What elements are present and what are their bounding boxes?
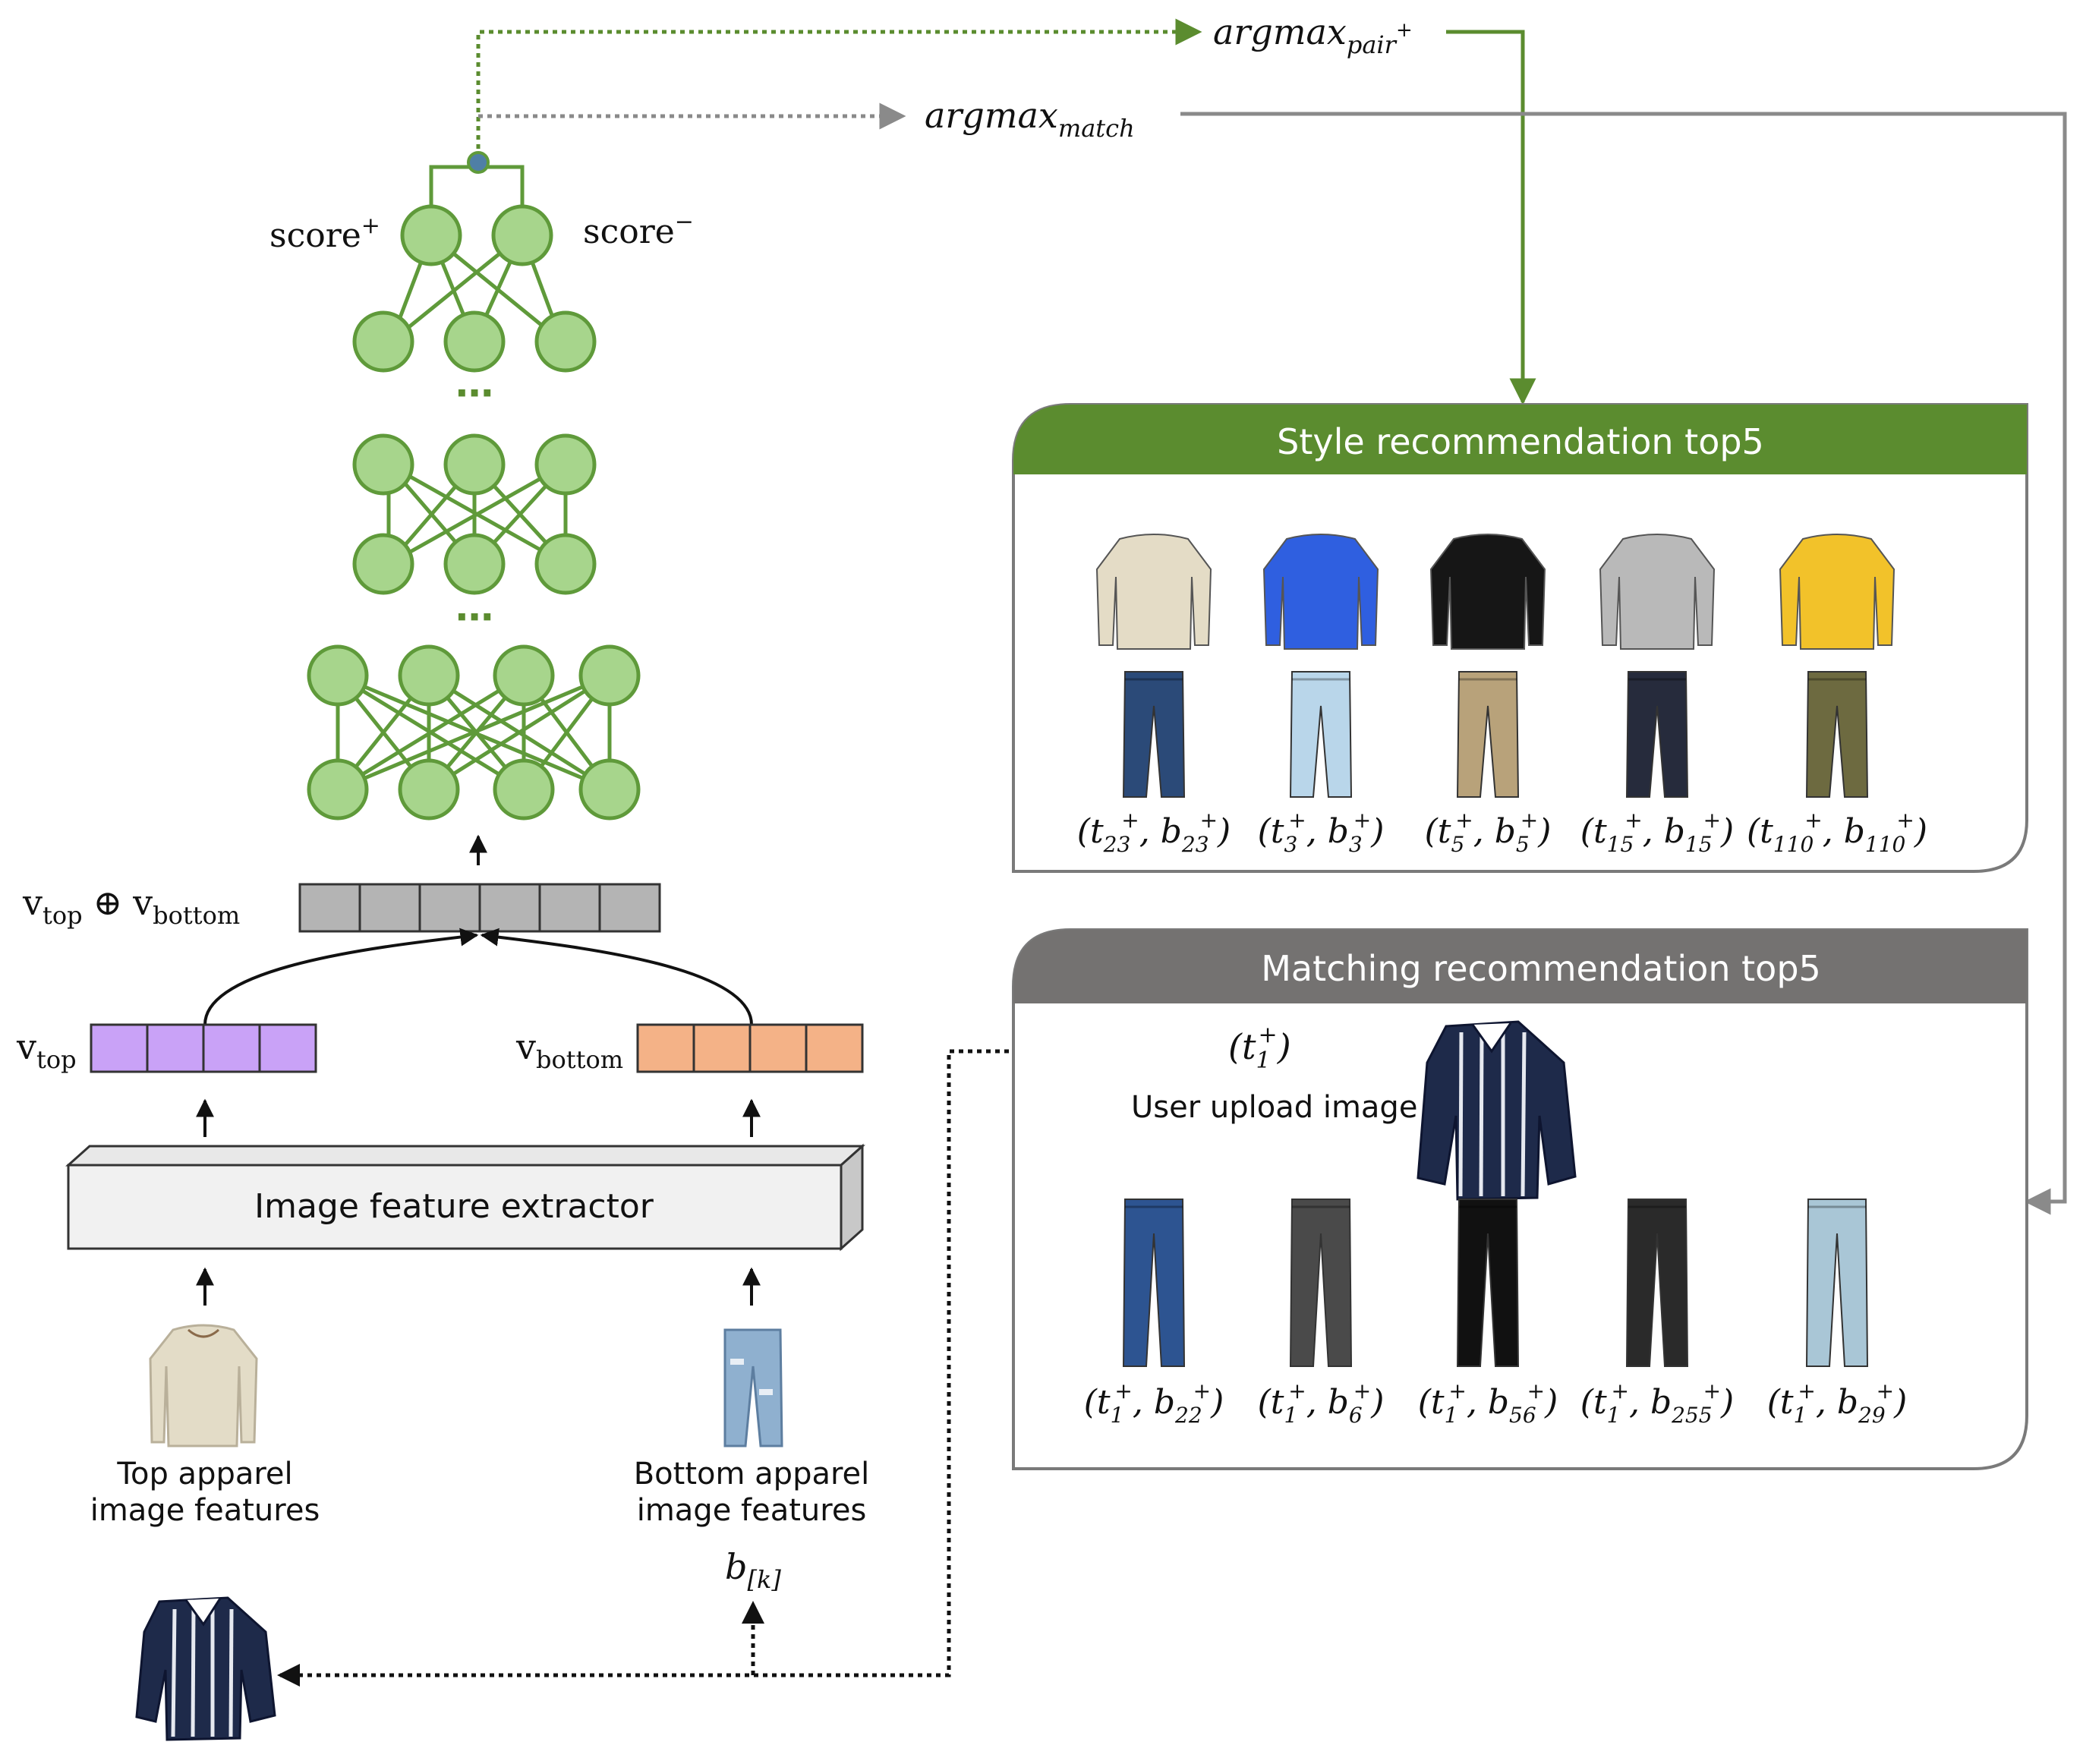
input-node bbox=[307, 758, 369, 821]
gray-sweater-icon bbox=[1599, 534, 1716, 650]
network-nodes bbox=[307, 204, 641, 821]
input-node bbox=[578, 758, 641, 821]
hidden-node bbox=[534, 533, 597, 595]
top-input-caption-1: Top apparel bbox=[116, 1457, 292, 1492]
match-bottoms bbox=[1122, 1199, 1869, 1367]
style-panel-title: Style recommendation top5 bbox=[1277, 421, 1764, 462]
light-blue-jeans-icon bbox=[1805, 1199, 1869, 1367]
hidden-node bbox=[352, 533, 414, 595]
style-bottoms bbox=[1122, 671, 1869, 798]
ellipsis-upper: ⋯ bbox=[455, 371, 493, 415]
vbottom-merge-curve bbox=[480, 928, 753, 1025]
light-jeans-icon bbox=[1289, 671, 1353, 798]
style-pair-label: (t15+, b15+) bbox=[1580, 808, 1734, 857]
yellow-sweatshirt-icon bbox=[1779, 534, 1895, 650]
extractor-label: Image feature extractor bbox=[254, 1187, 654, 1226]
ellipsis-lower: ⋯ bbox=[455, 595, 493, 639]
argmax-match-label: argmaxmatch bbox=[925, 95, 1135, 143]
query-label: (t1+) bbox=[1228, 1022, 1291, 1074]
match-pair-label: (t1+, b22+) bbox=[1084, 1378, 1224, 1428]
match-panel-title: Matching recommendation top5 bbox=[1261, 948, 1821, 989]
hidden-node bbox=[352, 433, 414, 496]
hidden-node bbox=[398, 644, 460, 707]
pair-to-style-arrow bbox=[1446, 30, 1536, 405]
gray-pants-icon bbox=[1289, 1199, 1353, 1367]
blue-sweatshirt-icon bbox=[1262, 534, 1379, 650]
vbottom-vector bbox=[636, 1023, 864, 1073]
beige-sweater-icon bbox=[149, 1324, 258, 1447]
hidden-node bbox=[493, 644, 555, 707]
hidden-node bbox=[352, 310, 414, 373]
output-merge-node bbox=[467, 151, 490, 174]
score-pos-label: score+ bbox=[269, 213, 380, 255]
bottom-input-caption-1: Bottom apparel bbox=[634, 1457, 870, 1492]
hidden-node bbox=[307, 644, 369, 707]
style-pair-label: (t5+, b5+) bbox=[1425, 808, 1552, 857]
top-input-caption-2: image features bbox=[90, 1493, 320, 1528]
match-pair-label: (t1+, b255+) bbox=[1580, 1378, 1734, 1428]
striped-shirt-icon bbox=[135, 1596, 276, 1741]
dark-jeans-icon bbox=[1122, 671, 1186, 798]
concat-vector bbox=[298, 883, 661, 933]
vtop-label: vtop bbox=[16, 1026, 77, 1074]
style-tops bbox=[1095, 534, 1895, 650]
blue-jeans-icon bbox=[1122, 1199, 1186, 1367]
image-feature-extractor: Image feature extractor bbox=[65, 1143, 865, 1252]
black-shirt-icon bbox=[1429, 534, 1546, 650]
hidden-node bbox=[443, 433, 506, 496]
black-pants-icon bbox=[1456, 1199, 1520, 1367]
matching-recommendation-panel: Matching recommendation top5 (t1+) User … bbox=[1012, 928, 2028, 1470]
vtop-merge-curve bbox=[203, 928, 479, 1025]
khaki-pants-icon bbox=[1456, 671, 1520, 798]
score-neg-node bbox=[491, 204, 553, 266]
match-pair-label: (t1+, b29+) bbox=[1767, 1378, 1908, 1428]
vbottom-label: vbottom bbox=[515, 1026, 623, 1074]
input-node bbox=[493, 758, 555, 821]
navy-pants-icon bbox=[1625, 671, 1689, 798]
upload-label: User upload image bbox=[1131, 1090, 1417, 1125]
style-pair-label: (t23+, b23+) bbox=[1077, 808, 1231, 857]
hidden-node bbox=[443, 533, 506, 595]
uploaded-striped-shirt-icon bbox=[1417, 1020, 1577, 1201]
style-pair-label: (t3+, b3+) bbox=[1258, 808, 1385, 857]
hidden-node bbox=[534, 433, 597, 496]
score-pos-node bbox=[400, 204, 462, 266]
hidden-node bbox=[534, 310, 597, 373]
vtop-vector bbox=[90, 1023, 317, 1073]
concat-label: vtop⊕vbottom bbox=[22, 882, 240, 930]
input-node bbox=[398, 758, 460, 821]
black-jeans-icon bbox=[1625, 1199, 1689, 1367]
style-pair-labels: (t23+, b23+) (t3+, b3+) (t5+, b5+) (t15+, b… bbox=[1077, 808, 1927, 857]
hidden-node bbox=[443, 310, 506, 373]
argmax-pair-label: argmaxpair+ bbox=[1213, 11, 1413, 59]
score-neg-label: score− bbox=[583, 209, 694, 251]
match-pair-label: (t1+, b6+) bbox=[1258, 1378, 1385, 1428]
style-pair-label: (t110+, b110+) bbox=[1747, 808, 1927, 857]
bk-label: b[k] bbox=[725, 1546, 781, 1594]
ripped-jeans-icon bbox=[723, 1328, 783, 1447]
olive-pants-icon bbox=[1805, 671, 1869, 798]
match-pair-labels: (t1+, b22+) (t1+, b6+) (t1+, b56+) (t1+, b2… bbox=[1084, 1378, 1908, 1428]
hidden-node bbox=[578, 644, 641, 707]
match-pair-label: (t1+, b56+) bbox=[1418, 1378, 1558, 1428]
beige-sweater-icon bbox=[1095, 534, 1212, 650]
output-arrows bbox=[476, 18, 2067, 1215]
match-to-panel-arrow bbox=[1180, 112, 2067, 1215]
bottom-input-caption-2: image features bbox=[637, 1493, 867, 1528]
